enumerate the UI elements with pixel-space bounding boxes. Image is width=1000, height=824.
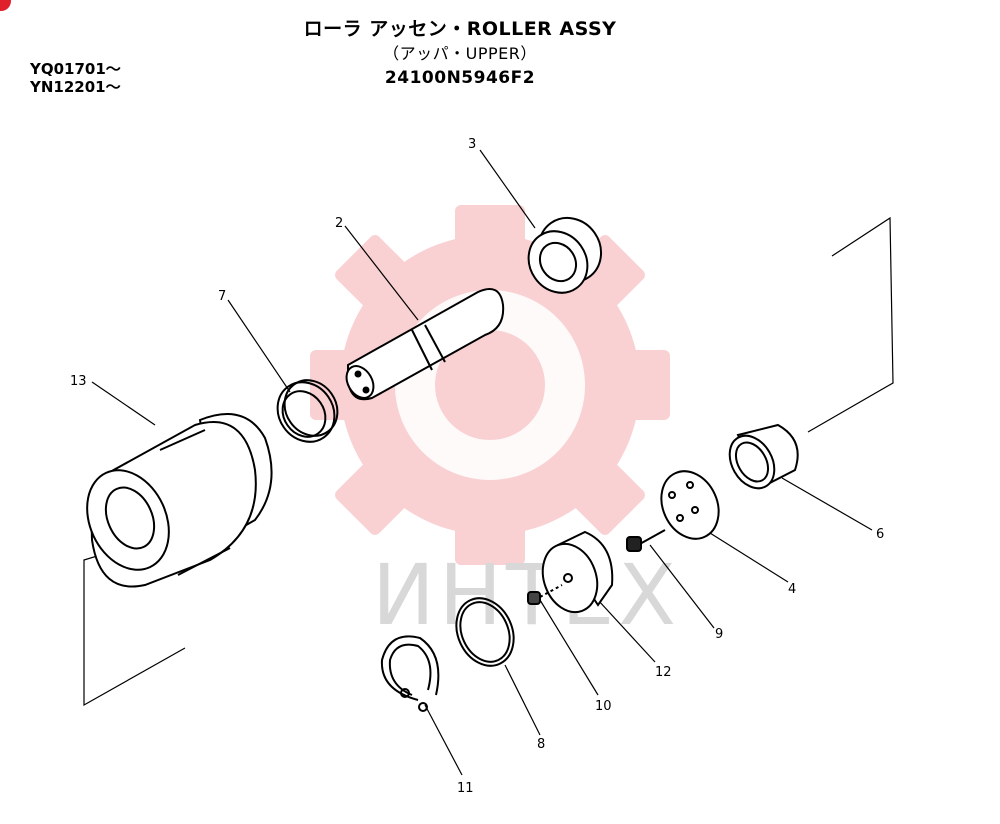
callout-10: 10 bbox=[595, 699, 612, 714]
part-number: 24100N5946F2 bbox=[384, 68, 536, 88]
part-4-cover bbox=[660, 470, 720, 540]
watermark bbox=[310, 205, 670, 565]
part-10-plug bbox=[527, 584, 563, 605]
diagram-title: ローラ アッセン・ROLLER ASSY bbox=[303, 18, 617, 40]
part-13-roller bbox=[86, 413, 273, 588]
callout-2: 2 bbox=[335, 216, 343, 231]
callout-9: 9 bbox=[715, 627, 723, 642]
callout-11: 11 bbox=[457, 781, 474, 796]
part-8-o-ring bbox=[455, 597, 515, 667]
diagram-subtitle: （アッパ・UPPER） bbox=[383, 44, 537, 63]
part-6-sleeve bbox=[728, 423, 799, 490]
callout-3: 3 bbox=[468, 137, 476, 152]
part-11-snap-ring bbox=[380, 635, 440, 712]
callout-8: 8 bbox=[537, 737, 545, 752]
part-2-shaft bbox=[345, 288, 505, 401]
callout-13: 13 bbox=[70, 374, 87, 389]
gear-logo-icon bbox=[310, 205, 670, 565]
callout-4: 4 bbox=[788, 582, 796, 597]
watermark-text: ИНТЕХ bbox=[372, 546, 680, 644]
callout-labels: 3 2 7 13 6 4 9 12 10 8 11 bbox=[70, 137, 884, 796]
guide-lines bbox=[83, 149, 894, 776]
part-9-bolt bbox=[626, 529, 666, 552]
axis-guide-right bbox=[807, 216, 894, 433]
callout-6: 6 bbox=[876, 527, 884, 542]
serial-range-1: YQ01701～ bbox=[30, 60, 121, 78]
part-12-collar bbox=[541, 530, 614, 614]
part-7-seal bbox=[276, 379, 339, 443]
callout-12: 12 bbox=[655, 665, 672, 680]
serial-range-2: YN12201～ bbox=[30, 78, 121, 96]
callout-7: 7 bbox=[218, 289, 226, 304]
corner-mark bbox=[0, 0, 11, 11]
part-3-bushing bbox=[527, 216, 603, 294]
